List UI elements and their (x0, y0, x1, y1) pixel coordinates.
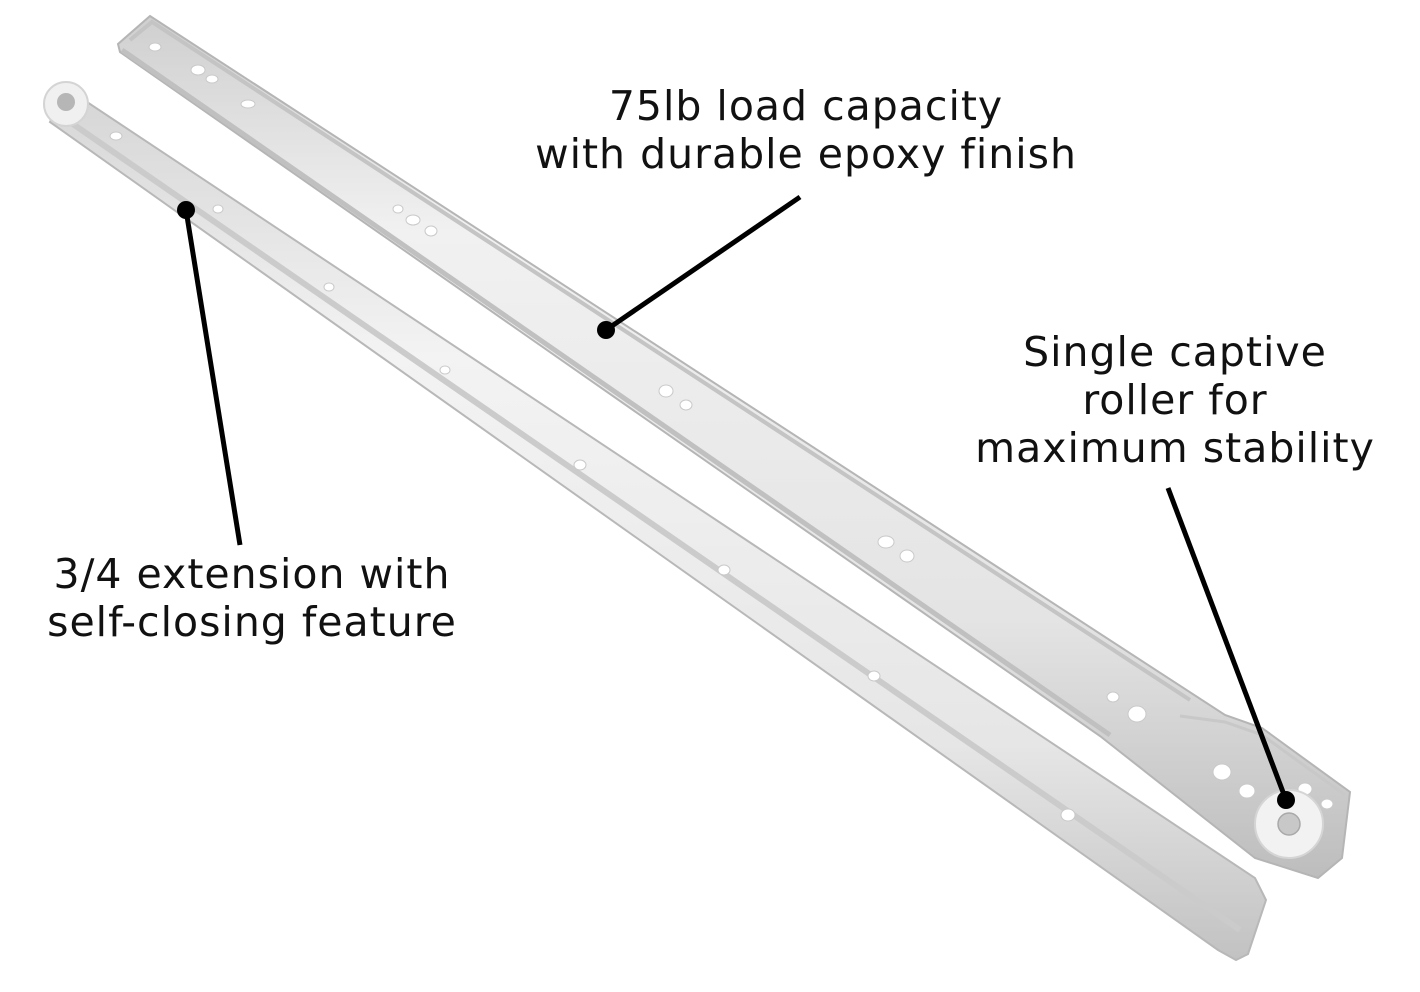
mounting-holes (109, 131, 1076, 822)
callout-line: with durable epoxy finish (535, 130, 1077, 178)
cabinet-rail (116, 14, 1352, 880)
callout-load-capacity: 75lb load capacity with durable epoxy fi… (486, 82, 1126, 178)
mounting-holes (148, 42, 1334, 810)
callout-line: 3/4 extension with (53, 550, 451, 598)
callout-line: maximum stability (975, 424, 1375, 472)
callout-captive-roller: Single captive roller for maximum stabil… (940, 328, 1410, 472)
callout-extension: 3/4 extension with self-closing feature (4, 550, 500, 646)
callout-line: roller for (1082, 376, 1268, 424)
drawer-rail (43, 81, 1268, 962)
leader-line-roller (1165, 487, 1295, 809)
rear-roller (43, 81, 89, 127)
callout-line: self-closing feature (47, 598, 457, 646)
callout-line: 75lb load capacity (608, 82, 1004, 130)
callout-line: Single captive (1023, 328, 1327, 376)
leader-line-extension (177, 201, 243, 546)
captive-roller (1254, 789, 1324, 859)
leader-line-load (597, 194, 802, 339)
